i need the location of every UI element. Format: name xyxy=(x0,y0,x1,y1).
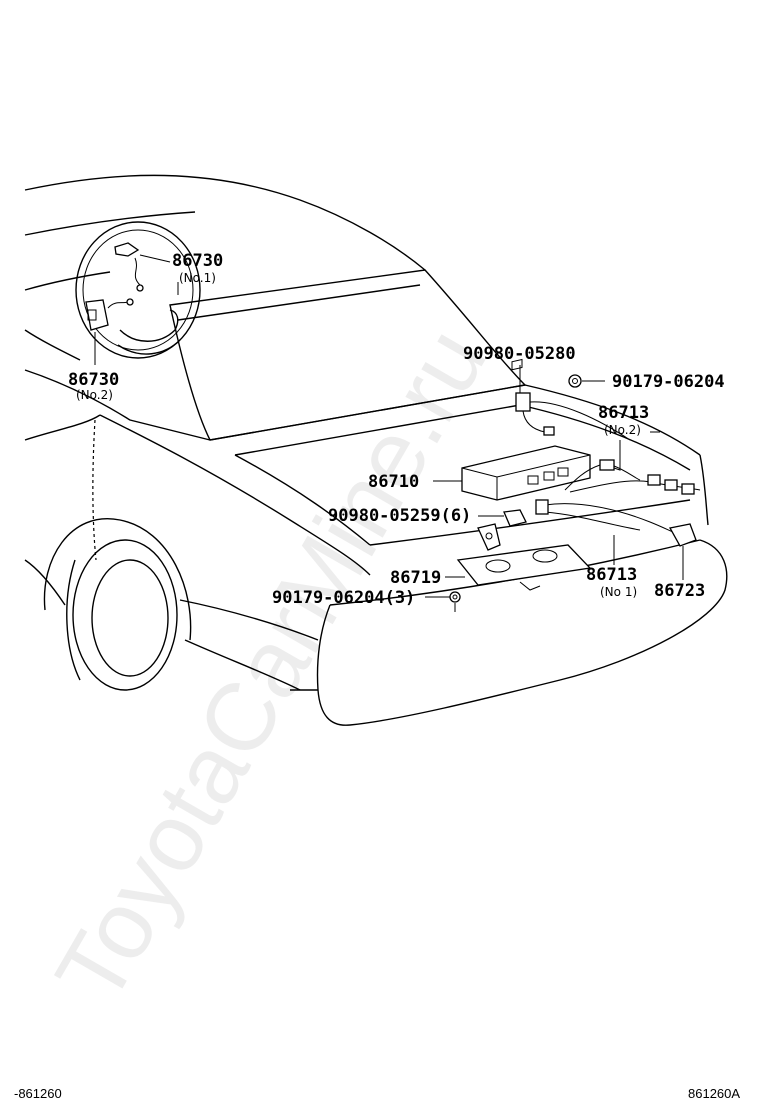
label-86730-no2: 86730 xyxy=(68,370,119,390)
label-90179-06204-top: 90179-06204 xyxy=(612,372,725,392)
label-86713-no1: 86713 xyxy=(586,565,637,585)
label-86713-no2: 86713 xyxy=(598,403,649,423)
amplifier-86710 xyxy=(461,358,591,501)
nut-90179-06204-bottom xyxy=(449,591,461,612)
bracket-86719 xyxy=(456,523,592,591)
label-86713-no1-sub: (No 1) xyxy=(600,585,637,599)
label-86730-no2-sub: (No.2) xyxy=(76,388,113,402)
footer-right-code: 861260A xyxy=(688,1086,740,1101)
label-86713-no2-sub: (No.2) xyxy=(604,423,641,437)
footer-left-code: -861260 xyxy=(14,1086,62,1101)
nut-90179-06204-top xyxy=(568,374,582,388)
label-90980-05259: 90980-05259(6) xyxy=(328,506,471,526)
switch-86730-no1 xyxy=(114,242,144,292)
label-90980-05280: 90980-05280 xyxy=(463,344,576,364)
switch-86730-no2 xyxy=(85,298,134,331)
steering-wheel xyxy=(75,221,201,359)
leader-lines xyxy=(94,254,684,598)
label-86723: 86723 xyxy=(654,581,705,601)
label-90179-06204-bottom: 90179-06204(3) xyxy=(272,588,415,608)
module-86723 xyxy=(668,523,697,547)
watermark: ToyotaCarMine.ru xyxy=(36,311,507,1021)
harness-86713-no2 xyxy=(564,459,701,495)
label-86719: 86719 xyxy=(390,568,441,588)
label-86730-no1-sub: (No.1) xyxy=(179,271,216,285)
label-86730-no1: 86730 xyxy=(172,251,223,271)
connector-90980-05280 xyxy=(515,392,631,441)
car-body xyxy=(24,174,728,726)
label-86710: 86710 xyxy=(368,472,419,492)
connector-90980-05259 xyxy=(503,509,527,527)
